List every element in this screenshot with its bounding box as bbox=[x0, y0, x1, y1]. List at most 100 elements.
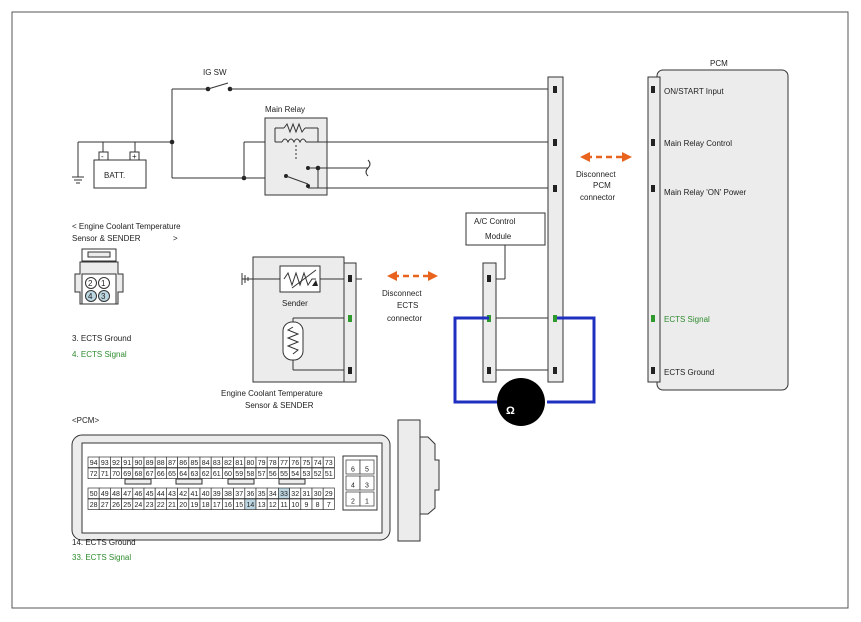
ects-caption-line1: Engine Coolant Temperature bbox=[221, 389, 323, 398]
pcm-pin-number: 71 bbox=[101, 471, 109, 478]
pcm-pin-number: 72 bbox=[90, 471, 98, 478]
pcm-pin-number: 34 bbox=[269, 491, 277, 498]
ac-module-line2: Module bbox=[485, 232, 512, 241]
pcm-pin-number: 26 bbox=[112, 502, 120, 509]
pcm-pin-number: 7 bbox=[327, 502, 331, 509]
pcm-pin-number: 8 bbox=[316, 502, 320, 509]
pcm-pin-number: 38 bbox=[224, 491, 232, 498]
pcm-pin-number: 69 bbox=[123, 471, 131, 478]
pcm-pin-number: 44 bbox=[157, 491, 165, 498]
sensor-pin-3-desc: 3. ECTS Ground bbox=[72, 334, 131, 343]
sensor-title-line2: Sensor & SENDER bbox=[72, 234, 141, 243]
pcm-pin-number: 57 bbox=[258, 471, 266, 478]
pcm-pin-number: 20 bbox=[179, 502, 187, 509]
pcm-pin-number: 81 bbox=[235, 460, 243, 467]
pcm-pin-number: 16 bbox=[224, 502, 232, 509]
ects-sensor-schematic: Sender bbox=[241, 256, 357, 383]
pcm-pin-number: 43 bbox=[168, 491, 176, 498]
pcm-pin-number: 35 bbox=[258, 491, 266, 498]
sensor-pin: 2 bbox=[88, 279, 93, 288]
pcm-pin-number: 49 bbox=[101, 491, 109, 498]
pcm-title: PCM bbox=[710, 59, 728, 68]
sensor-title-line1: < Engine Coolant Temperature bbox=[72, 222, 181, 231]
pcm-pin-number: 21 bbox=[168, 502, 176, 509]
ects-harness-connector[interactable] bbox=[482, 262, 497, 383]
pcm-pin-cell bbox=[322, 467, 335, 479]
battery-icon bbox=[93, 159, 147, 189]
disconnect-ects-line2: ECTS bbox=[397, 301, 418, 310]
ohmmeter-symbol: Ω bbox=[506, 405, 515, 417]
pcm-pin-number: 1 bbox=[365, 499, 369, 506]
ohmmeter-icon bbox=[497, 378, 545, 426]
pcm-pin-number: 47 bbox=[123, 491, 131, 498]
pcm-pin-number: 19 bbox=[191, 502, 199, 509]
pcm-pin-number: 91 bbox=[123, 460, 131, 467]
pcm-pin-number: 32 bbox=[291, 491, 299, 498]
pcm-pin-number: 5 bbox=[365, 467, 369, 474]
pcm-pin-number: 42 bbox=[179, 491, 187, 498]
pcm-pin-number: 66 bbox=[157, 471, 165, 478]
pcm-pin-cell bbox=[322, 487, 335, 499]
pcm-pin-cell bbox=[359, 459, 375, 475]
battery-minus: - bbox=[101, 152, 104, 161]
pcm-pin-number: 80 bbox=[247, 460, 255, 467]
pcm-pin-number: 84 bbox=[202, 460, 210, 467]
pcm-pin-number: 4 bbox=[351, 483, 355, 490]
pcm-pin-number: 90 bbox=[135, 460, 143, 467]
pcm-pin-number: 62 bbox=[202, 471, 210, 478]
pcm-module-box[interactable] bbox=[656, 69, 789, 391]
pcm-pin-number: 58 bbox=[247, 471, 255, 478]
pcm-pin-number: 70 bbox=[112, 471, 120, 478]
pcm-pin-number: 30 bbox=[314, 491, 322, 498]
pcm-pin-number: 45 bbox=[146, 491, 154, 498]
pcm-pin-number: 18 bbox=[202, 502, 210, 509]
pcm-pin-number: 11 bbox=[280, 502, 287, 509]
sensor-pin: 1 bbox=[101, 279, 106, 288]
pcm-pin-cell bbox=[322, 456, 335, 468]
pcm-pin-number: 79 bbox=[258, 460, 266, 467]
pcm-pin-number: 10 bbox=[291, 502, 299, 509]
ohmmeter-loop: Ω bbox=[453, 316, 596, 426]
pcm-main-relay-control: Main Relay Control bbox=[664, 139, 732, 148]
pcm-pin-number: 64 bbox=[179, 471, 187, 478]
pcm-pin-number: 65 bbox=[168, 471, 176, 478]
disconnect-pcm-arrow-icon bbox=[580, 152, 632, 162]
disconnect-ects-line1: Disconnect bbox=[382, 289, 422, 298]
pcm-pin-number: 53 bbox=[303, 471, 311, 478]
pcm-connector-title: <PCM> bbox=[72, 416, 99, 425]
pcm-ects-signal: ECTS Signal bbox=[664, 315, 710, 324]
pcm-main-relay-power: Main Relay 'ON' Power bbox=[664, 188, 747, 197]
pcm-pin-number: 6 bbox=[351, 467, 355, 474]
pcm-pin-number: 59 bbox=[235, 471, 243, 478]
pcm-pin-number: 51 bbox=[325, 471, 333, 478]
pcm-pin-number: 29 bbox=[325, 491, 333, 498]
sensor-connector-face: 2 1 4 3 bbox=[74, 248, 124, 305]
main-relay-label: Main Relay bbox=[265, 105, 305, 114]
pcm-pin-cell bbox=[359, 491, 375, 507]
sensor-pin-4-desc: 4. ECTS Signal bbox=[72, 350, 127, 359]
pcm-pin-number: 68 bbox=[135, 471, 143, 478]
pcm-pin-number: 76 bbox=[291, 460, 299, 467]
pcm-pin-number: 17 bbox=[213, 502, 221, 509]
pcm-on-start-input: ON/START Input bbox=[664, 87, 724, 96]
pcm-pin-number: 36 bbox=[247, 491, 255, 498]
disconnect-pcm-line1: Disconnect bbox=[576, 170, 616, 179]
pcm-pin-number: 24 bbox=[135, 502, 143, 509]
pcm-pin-number: 33 bbox=[280, 491, 288, 498]
pcm-pin-cell bbox=[322, 498, 335, 510]
pcm-pin-number: 88 bbox=[157, 460, 165, 467]
pcm-pin-number: 73 bbox=[325, 460, 333, 467]
pcm-pin-number: 56 bbox=[269, 471, 277, 478]
pcm-pin-number: 85 bbox=[191, 460, 199, 467]
disconnect-pcm-line3: connector bbox=[580, 193, 615, 202]
pcm-harness-connector[interactable] bbox=[547, 76, 564, 383]
pcm-pin-number: 3 bbox=[365, 483, 369, 490]
pcm-pin-number: 54 bbox=[291, 471, 299, 478]
pcm-ects-ground: ECTS Ground bbox=[664, 368, 714, 377]
pcm-pin-number: 55 bbox=[280, 471, 288, 478]
sensor-pin: 3 bbox=[101, 292, 106, 301]
pcm-pin-number: 15 bbox=[235, 502, 243, 509]
pcm-pin-number: 12 bbox=[269, 502, 277, 509]
